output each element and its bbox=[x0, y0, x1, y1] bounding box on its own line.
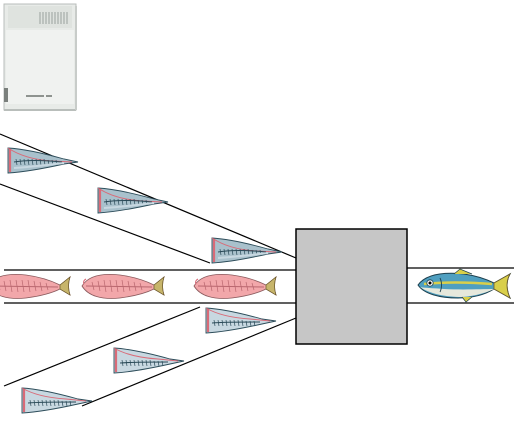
pink-fish-fillet-icon bbox=[0, 273, 71, 300]
blue-fish-fillet-icon bbox=[210, 236, 284, 265]
whole-fish-icon bbox=[417, 268, 512, 303]
freezer-cabinet-icon bbox=[3, 3, 77, 111]
conveyor-belt bbox=[4, 267, 514, 304]
light-fish-fillet-icon bbox=[112, 346, 186, 375]
upper-feed-chute bbox=[0, 133, 297, 264]
light-fish-fillet-icon bbox=[204, 306, 278, 335]
processing-machine-box bbox=[295, 228, 408, 345]
light-fish-fillet-icon bbox=[20, 386, 94, 415]
lower-feed-chute bbox=[3, 306, 297, 407]
blue-fish-fillet-icon bbox=[96, 186, 170, 215]
pink-fish-fillet-icon bbox=[81, 273, 165, 300]
pink-fish-fillet-icon bbox=[193, 273, 277, 300]
